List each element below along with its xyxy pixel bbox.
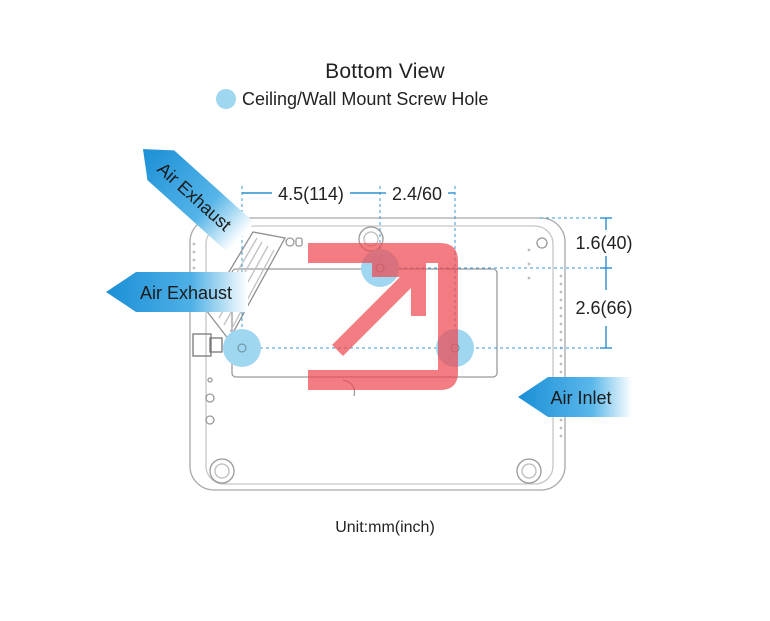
dimension-lines <box>242 192 612 349</box>
dim-label-right-top: 1.6(40) <box>575 233 632 253</box>
dim-label-top-left: 4.5(114) <box>278 184 344 204</box>
dim-label-top-right: 2.4/60 <box>392 184 442 204</box>
air-exhaust-diagonal-arrow: Air Exhaust <box>142 149 255 253</box>
unit-label: Unit:mm(inch) <box>335 519 435 536</box>
screw-hole-left <box>223 329 261 367</box>
air-inlet-arrow: Air Inlet <box>518 377 632 417</box>
air-exhaust-left-arrow: Air Exhaust <box>106 272 248 312</box>
legend-label: Ceiling/Wall Mount Screw Hole <box>242 88 489 109</box>
legend: Ceiling/Wall Mount Screw Hole <box>216 88 488 110</box>
external-link-icon <box>308 243 458 390</box>
dim-label-right-bottom: 2.6(66) <box>575 298 632 318</box>
air-inlet-label: Air Inlet <box>550 388 611 408</box>
screw-hole-legend-marker <box>216 89 236 109</box>
diagram-title: Bottom View <box>325 60 445 83</box>
air-exhaust-left-label: Air Exhaust <box>140 283 232 303</box>
